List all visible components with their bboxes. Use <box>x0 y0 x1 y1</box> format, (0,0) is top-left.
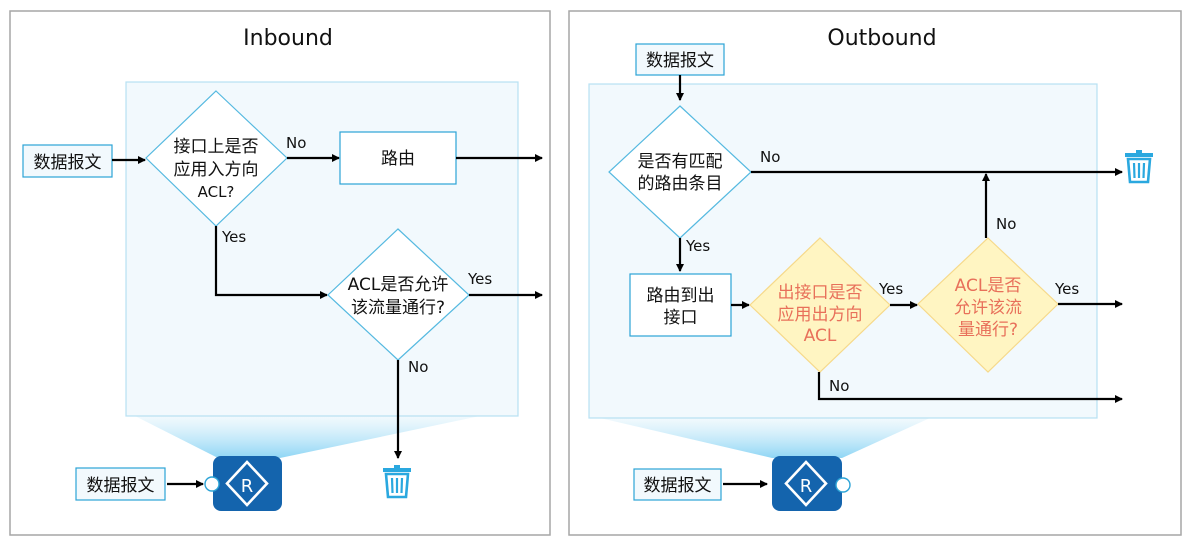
outbound-router-letter: R <box>800 476 813 497</box>
outbound-router-port <box>835 477 851 493</box>
outbound-decision3-yes-label: Yes <box>1054 280 1079 298</box>
outbound-decision3-line3: 量通行? <box>958 320 1018 340</box>
outbound-decision1-yes-label: Yes <box>685 237 710 255</box>
arrow-decision1-yes <box>214 226 328 299</box>
outbound-decision1-no-label: No <box>760 148 780 166</box>
outbound-decision1-line1: 是否有匹配 <box>638 152 723 172</box>
inbound-decision2-yes-label: Yes <box>467 270 492 288</box>
outbound-router-packet-box <box>633 468 722 501</box>
outbound-decision2-no-label: No <box>829 377 849 395</box>
outbound-discard-trash-icon <box>1123 148 1155 184</box>
outbound-decision1-line2: 的路由条目 <box>638 174 723 194</box>
outbound-packet-box <box>635 43 725 76</box>
outbound-decision3-line2: 允许该流 <box>954 298 1022 318</box>
inbound-router-packet-box <box>75 467 166 501</box>
inbound-decision1-line3: ACL? <box>198 183 235 201</box>
inbound-zoom-beam <box>135 416 480 458</box>
outbound-decision3-line1: ACL是否 <box>955 276 1022 296</box>
outbound-router-packet-label: 数据报文 <box>644 476 712 496</box>
outbound-route-line2: 接口 <box>664 308 698 328</box>
inbound-decision2-no-label: No <box>408 358 428 376</box>
inbound-title: Inbound <box>243 26 333 51</box>
inbound-decision2-line1: ACL是否允许 <box>348 275 449 295</box>
inbound-router-icon: R <box>213 456 282 511</box>
outbound-route-line1: 路由到出 <box>647 286 715 306</box>
outbound-decision2-line3: ACL <box>804 326 837 346</box>
outbound-panel: Outbound 数据报文 是否有匹配 的路由条目 No Yes 路由到出 接口… <box>568 10 1182 536</box>
inbound-discard-trash-icon <box>381 463 413 499</box>
outbound-packet-label: 数据报文 <box>646 51 714 71</box>
inbound-decision1-yes-label: Yes <box>221 228 246 246</box>
inbound-router-port <box>204 476 220 492</box>
inbound-decision1-no-label: No <box>286 134 306 152</box>
outbound-zoom-beam <box>600 418 930 458</box>
inbound-packet-label: 数据报文 <box>34 153 102 173</box>
outbound-decision2-line2: 应用出方向 <box>778 305 863 325</box>
inbound-route-label: 路由 <box>381 149 415 169</box>
outbound-router-icon: R <box>772 456 842 511</box>
inbound-router-packet-label: 数据报文 <box>87 476 155 496</box>
outbound-decision3-no-label: No <box>996 215 1016 233</box>
inbound-decision2-line2: 该流量通行? <box>351 298 445 318</box>
inbound-router-letter: R <box>241 476 254 497</box>
inbound-decision1-line1: 接口上是否 <box>174 137 259 157</box>
outbound-decision2-line1: 出接口是否 <box>778 283 863 303</box>
inbound-panel: Inbound 数据报文 接口上是否 应用入方向 ACL? No 路由 Yes … <box>9 10 551 536</box>
outbound-decision-acl-permit <box>917 237 1059 373</box>
arrow-decision2-no <box>817 372 1123 403</box>
outbound-decision2-yes-label: Yes <box>878 280 903 298</box>
inbound-decision1-line2: 应用入方向 <box>174 160 259 180</box>
outbound-title: Outbound <box>827 26 936 51</box>
